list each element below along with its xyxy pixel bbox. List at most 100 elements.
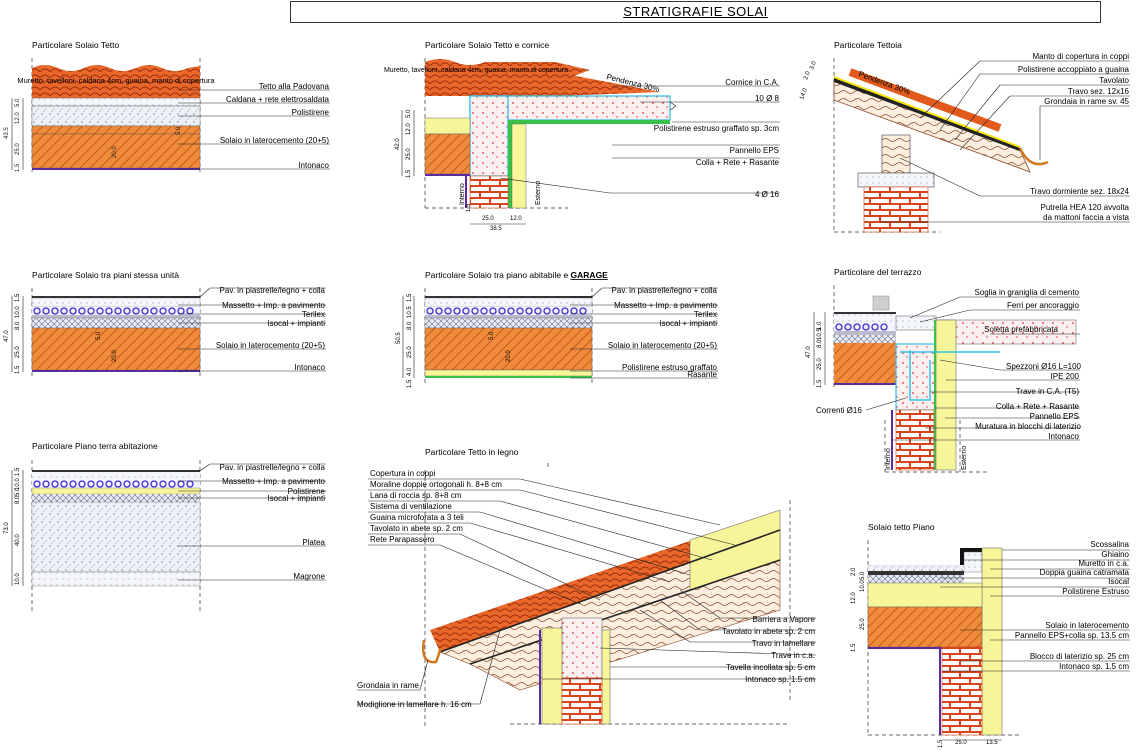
heating-pipe-icon [78,480,86,488]
svg-text:Isocal: Isocal [1108,577,1129,586]
svg-text:da mattoni faccia a vista: da mattoni faccia a vista [1043,213,1129,222]
svg-text:1.5: 1.5 [406,169,412,178]
panel-tetto-cornice: Particolare Solaio Tetto e cornice Muret… [384,40,780,232]
svg-text:20.0: 20.0 [112,146,118,158]
heating-pipe-icon [42,307,50,315]
svg-text:Particolare Piano terra abitaz: Particolare Piano terra abitazione [32,441,158,451]
heating-pipe-icon [480,307,488,315]
svg-text:1.5: 1.5 [407,379,413,388]
panel-terrazzo: Particolare del terrazzo 1.0 10.5 8.0 47… [806,267,1082,473]
svg-text:Muretto, tavelloni, caldana 4c: Muretto, tavelloni, caldana 4cm, guaina,… [384,67,568,74]
svg-text:Pannello EPS: Pannello EPS [730,146,779,155]
caldana-layer [31,97,201,107]
svg-text:1.5: 1.5 [15,467,21,476]
svg-text:Correnti Ø16: Correnti Ø16 [816,406,862,415]
svg-text:43.5: 43.5 [4,127,10,139]
svg-text:Tavolato in abete sp. 2 cm: Tavolato in abete sp. 2 cm [722,627,815,636]
magrone [31,571,201,587]
svg-text:Muretto in c.a.: Muretto in c.a. [1078,559,1129,568]
svg-text:5.0: 5.0 [15,487,21,496]
svg-text:10.0: 10.0 [860,580,866,592]
heating-pipe-icon [880,323,888,331]
heating-pipe-icon [114,480,122,488]
heating-pipe-icon [534,307,542,315]
heating-pipe-icon [150,307,158,315]
svg-text:40.0: 40.0 [15,534,21,546]
svg-text:3.0: 3.0 [809,60,818,71]
svg-text:1.5: 1.5 [15,293,21,302]
heating-pipe-icon [150,480,158,488]
heating-pipe-icon [87,307,95,315]
svg-text:Doppia guaina catramata: Doppia guaina catramata [1040,568,1130,577]
svg-text:5.0: 5.0 [96,331,102,340]
svg-text:1.5: 1.5 [15,365,21,374]
svg-text:Massetto + Imp. a pavimento: Massetto + Imp. a pavimento [222,477,325,486]
svg-text:Cornice in C.A.: Cornice in C.A. [725,78,779,87]
svg-text:Intonaco sp. 1.5 cm: Intonaco sp. 1.5 cm [1059,662,1129,671]
heating-pipe-icon [96,480,104,488]
svg-text:5.0: 5.0 [176,126,182,135]
svg-text:Rasante: Rasante [687,370,717,379]
svg-text:Tavolato in abete sp. 2 cm: Tavolato in abete sp. 2 cm [370,524,463,533]
svg-text:4.0: 4.0 [407,367,413,376]
svg-text:Sistema di ventilazione: Sistema di ventilazione [370,502,452,511]
heating-pipe-icon [844,323,852,331]
svg-text:Grondaia in rame sv. 45: Grondaia in rame sv. 45 [1044,97,1129,106]
heating-pipe-icon [435,307,443,315]
svg-text:10 Ø 8: 10 Ø 8 [755,94,780,103]
heating-pipe-icon [871,323,879,331]
svg-text:Pav. in piastrelle/legno + col: Pav. in piastrelle/legno + colla [220,463,326,472]
heating-pipe-icon [141,307,149,315]
svg-text:1.5: 1.5 [15,163,21,172]
roof-inlay-text: Muretto, tavelloni, caldana 4cm, guaina,… [17,76,215,85]
svg-text:Travo dormiente sez. 18x24: Travo dormiente sez. 18x24 [1030,187,1129,196]
svg-text:73.0: 73.0 [4,522,10,534]
heating-pipe-icon [51,480,59,488]
heating-pipe-icon [60,480,68,488]
svg-text:Terilex: Terilex [302,310,325,319]
label: Solaio in laterocemento (20+5) [220,136,330,145]
svg-text:12.0: 12.0 [406,123,412,135]
svg-text:Interno: Interno [885,448,892,470]
heating-pipe-icon [159,480,167,488]
panel-tettoia: Particolare Tettoia Pendenza 30% 14.0 2.… [799,40,1130,233]
svg-text:Solaio in laterocemento (20+5): Solaio in laterocemento (20+5) [608,341,718,350]
svg-text:10.5: 10.5 [407,306,413,318]
svg-text:47.0: 47.0 [806,346,812,358]
heating-pipe-icon [114,307,122,315]
heating-pipe-icon [42,480,50,488]
svg-text:50.5: 50.5 [396,332,402,344]
svg-text:Massetto + Imp. a pavimento: Massetto + Imp. a pavimento [614,301,717,310]
panel-title: Particolare Solaio Tetto [32,40,120,50]
title-block: STRATIGRAFIE SOLAI [290,1,1101,23]
svg-text:Terilex: Terilex [694,310,717,319]
svg-text:25.0: 25.0 [817,358,823,370]
svg-text:10.5: 10.5 [817,328,823,340]
heating-pipe-icon [123,307,131,315]
heating-pipe-icon [159,307,167,315]
svg-text:10.0: 10.0 [15,306,21,318]
svg-text:Travo in lamellare: Travo in lamellare [752,639,816,648]
svg-text:Pannello EPS+colla sp. 13.5 cm: Pannello EPS+colla sp. 13.5 cm [1015,631,1129,640]
svg-text:10.0: 10.0 [15,573,21,585]
svg-text:Grondaia in rame: Grondaia in rame [357,681,419,690]
heating-pipe-icon [543,307,551,315]
svg-text:Soletta prefabbricata: Soletta prefabbricata [984,325,1058,334]
svg-text:Rete Parapassero: Rete Parapassero [370,535,435,544]
svg-text:20.0: 20.0 [112,350,118,362]
heating-pipe-icon [78,307,86,315]
heating-pipe-icon [132,307,140,315]
platea [31,501,201,573]
panel-piano-terra: Particolare Piano terra abitazione 1.5 1… [4,441,326,612]
svg-text:Intonaco: Intonaco [294,363,325,372]
svg-text:Particolare Solaio Tetto e cor: Particolare Solaio Tetto e cornice [425,40,549,50]
svg-text:Ghiaino: Ghiaino [1101,550,1129,559]
roof-layer [32,65,200,98]
svg-text:5.0: 5.0 [15,98,21,107]
panel-tetto-legno: Particolare Tetto in legno [357,447,817,726]
svg-text:Modiglione in lamellare h. 16: Modiglione in lamellare h. 16 cm [357,700,472,709]
svg-text:5.0: 5.0 [489,331,495,340]
svg-text:10.0: 10.0 [15,478,21,490]
svg-text:Polistirene accoppiato a guain: Polistirene accoppiato a guaina [1018,65,1130,74]
svg-text:8.0: 8.0 [15,321,21,330]
